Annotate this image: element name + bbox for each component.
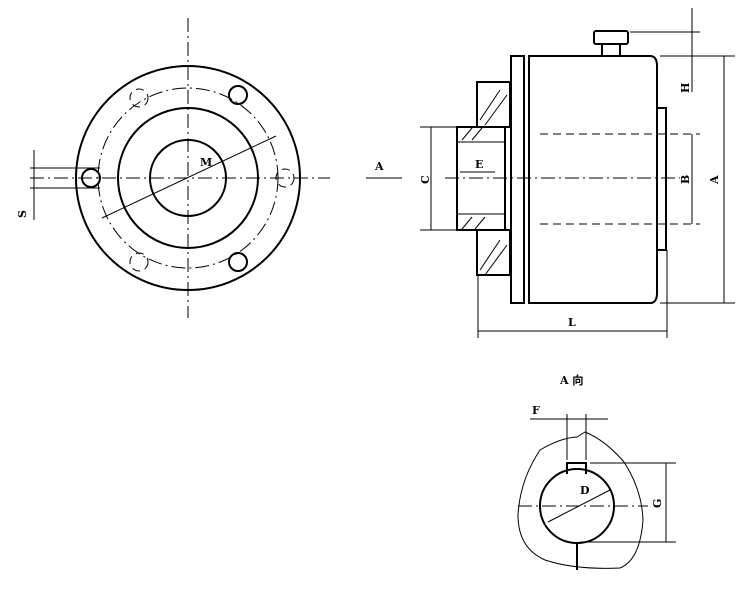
bolt-hole [228,85,248,105]
label-e: E [475,158,483,171]
label-g: G [651,499,664,508]
bolt-hole [228,252,248,272]
label-view-a: A [374,160,384,173]
front-view: M S [16,18,330,318]
label-m: M [200,156,212,169]
label-c: C [419,175,432,184]
label-f: F [532,404,540,417]
a-view: A 向 D F G [517,373,676,570]
label-h: H [679,83,692,93]
label-a: A [708,175,721,185]
label-l: L [568,316,576,329]
label-d: D [580,484,590,497]
side-view: A C E H B A L [366,8,735,338]
a-view-title: A 向 [559,373,583,387]
bolt-hole [81,168,101,188]
label-b: B [679,175,692,184]
label-s: S [16,210,29,218]
